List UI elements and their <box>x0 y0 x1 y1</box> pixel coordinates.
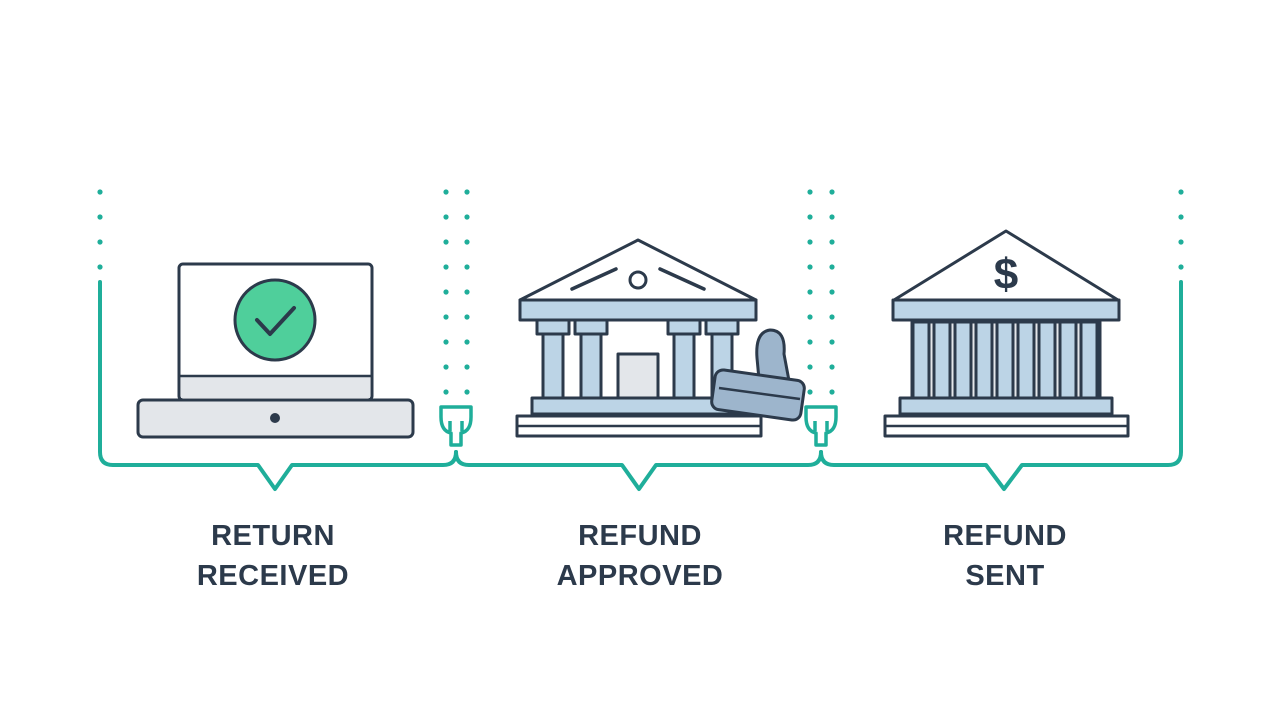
dotted-guide-right <box>1178 189 1184 270</box>
stage-label-line1: REFUND <box>578 520 702 552</box>
stage-label-line2: SENT <box>965 560 1045 592</box>
bracket-segment-3 <box>819 280 1183 491</box>
bank-door <box>616 352 660 400</box>
bank-stamp-icon <box>515 238 763 438</box>
check-mark <box>255 306 296 336</box>
dotted-guide-left <box>97 189 103 270</box>
laptop-check-icon <box>136 262 415 439</box>
laptop-screen-band <box>181 376 370 398</box>
stage-label-line1: REFUND <box>943 520 1067 552</box>
stage-label-refund-approved: REFUND APPROVED <box>510 516 770 596</box>
timeline-bracket <box>98 280 1183 491</box>
stage-label-line1: RETURN <box>211 520 335 552</box>
bracket-segment-2 <box>454 450 823 491</box>
bank-roof <box>518 238 758 302</box>
stage-label-return-received: RETURN RECEIVED <box>143 516 403 596</box>
stamp-body <box>710 368 806 422</box>
stage-label-line2: RECEIVED <box>196 560 350 592</box>
connector-clip-2 <box>804 405 838 447</box>
laptop-base-dot <box>270 413 280 423</box>
connector-clip-1 <box>439 405 473 447</box>
dollar-sign-icon: $ <box>994 250 1018 299</box>
bracket-segment-1 <box>98 280 458 491</box>
bank-dollar-icon: $ <box>883 229 1130 438</box>
dotted-guide-junction-1 <box>443 189 470 395</box>
bank-entablature <box>891 298 1121 322</box>
dotted-guides <box>97 189 1184 395</box>
bank-entablature <box>518 298 758 322</box>
approval-stamp-icon <box>710 328 806 422</box>
dotted-guide-junction-2 <box>807 189 835 395</box>
stage-label-refund-sent: REFUND SENT <box>875 516 1135 596</box>
stage-label-line2: APPROVED <box>556 560 724 592</box>
check-circle <box>233 278 317 362</box>
